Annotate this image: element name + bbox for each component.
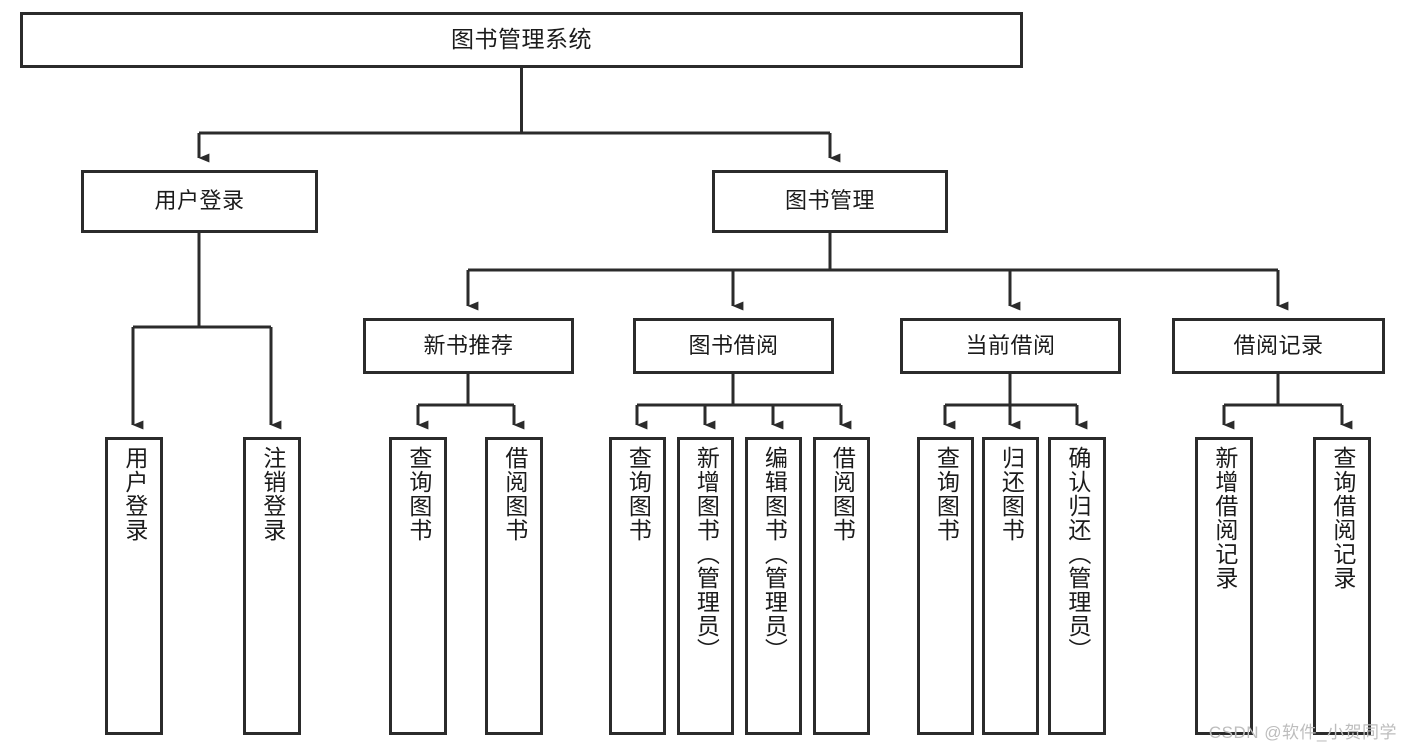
node-leaf-query-book-1[interactable]: 查询图书 xyxy=(389,437,447,735)
node-user-login[interactable]: 用户登录 xyxy=(81,170,318,233)
node-label: 用户登录 xyxy=(121,446,148,542)
node-label: 新书推荐 xyxy=(423,332,514,358)
node-leaf-borrow-book-1[interactable]: 借阅图书 xyxy=(485,437,543,735)
node-leaf-add-book-admin[interactable]: 新增图书（管理员） xyxy=(677,437,734,735)
node-root-system[interactable]: 图书管理系统 xyxy=(20,12,1023,68)
node-current-borrow[interactable]: 当前借阅 xyxy=(900,318,1121,374)
node-label: 查询图书 xyxy=(625,446,652,542)
node-leaf-add-borrow-record[interactable]: 新增借阅记录 xyxy=(1195,437,1253,735)
node-leaf-return-book[interactable]: 归还图书 xyxy=(982,437,1039,735)
node-label: 新增图书（管理员） xyxy=(693,446,720,662)
node-new-book-recommend[interactable]: 新书推荐 xyxy=(363,318,574,374)
node-leaf-confirm-return-admin[interactable]: 确认归还（管理员） xyxy=(1048,437,1106,735)
node-label: 确认归还（管理员） xyxy=(1064,446,1091,662)
node-leaf-edit-book-admin[interactable]: 编辑图书（管理员） xyxy=(745,437,802,735)
node-book-borrow[interactable]: 图书借阅 xyxy=(633,318,834,374)
node-borrow-record[interactable]: 借阅记录 xyxy=(1172,318,1385,374)
watermark-text: CSDN @软件_小贺同学 xyxy=(1208,723,1397,742)
node-label: 图书管理 xyxy=(784,188,875,214)
node-book-management[interactable]: 图书管理 xyxy=(712,170,948,233)
node-label: 图书借阅 xyxy=(688,332,779,358)
node-label: 编辑图书（管理员） xyxy=(761,446,788,662)
node-label: 新增借阅记录 xyxy=(1211,446,1238,590)
node-label: 当前借阅 xyxy=(965,332,1056,358)
node-label: 借阅图书 xyxy=(829,446,856,542)
node-label: 归还图书 xyxy=(998,446,1025,542)
node-label: 查询借阅记录 xyxy=(1329,446,1356,590)
node-label: 图书管理系统 xyxy=(451,26,592,53)
node-leaf-logout-login[interactable]: 注销登录 xyxy=(243,437,301,735)
node-label: 借阅图书 xyxy=(501,446,528,542)
node-leaf-query-book-2[interactable]: 查询图书 xyxy=(609,437,666,735)
node-label: 注销登录 xyxy=(259,446,286,542)
node-leaf-query-borrow-record[interactable]: 查询借阅记录 xyxy=(1313,437,1371,735)
node-label: 用户登录 xyxy=(154,188,245,214)
node-label: 借阅记录 xyxy=(1233,332,1324,358)
node-label: 查询图书 xyxy=(933,446,960,542)
node-leaf-query-book-3[interactable]: 查询图书 xyxy=(917,437,974,735)
node-leaf-user-login[interactable]: 用户登录 xyxy=(105,437,163,735)
node-leaf-borrow-book-2[interactable]: 借阅图书 xyxy=(813,437,870,735)
node-label: 查询图书 xyxy=(405,446,432,542)
